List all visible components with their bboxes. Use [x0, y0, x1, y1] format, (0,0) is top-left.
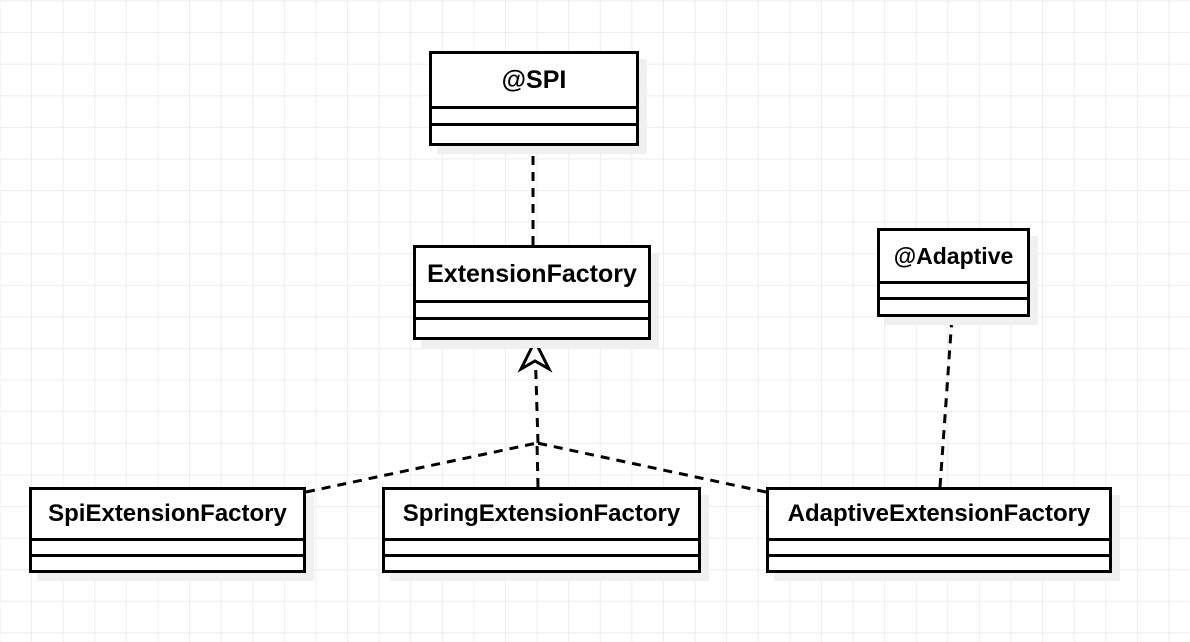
uml-compartment-operations	[385, 554, 698, 573]
uml-node-title-spring-extension-factory: SpringExtensionFactory	[402, 500, 681, 527]
uml-compartment-operations	[880, 297, 1027, 317]
uml-compartment-attributes	[432, 106, 636, 123]
uml-compartment-attributes	[769, 538, 1109, 554]
uml-node-spi[interactable]: @SPI	[429, 51, 639, 146]
uml-node-adaptive-extension-factory[interactable]: AdaptiveExtensionFactory	[766, 487, 1112, 573]
uml-node-title-spi: @SPI	[501, 65, 567, 94]
uml-compartment-attributes	[416, 300, 648, 317]
uml-compartment-operations	[32, 554, 303, 573]
uml-compartment-attributes	[385, 538, 698, 554]
uml-node-adaptive[interactable]: @Adaptive	[877, 228, 1030, 317]
uml-node-spring-extension-factory[interactable]: SpringExtensionFactory	[382, 487, 701, 573]
realization-arrowhead-icon	[517, 337, 553, 373]
edge-springextensionfactory-junction	[535, 442, 540, 488]
uml-compartment-attributes	[880, 281, 1027, 297]
uml-compartment-operations	[432, 123, 636, 146]
uml-node-title-adaptive: @Adaptive	[893, 242, 1014, 269]
uml-node-title-adaptive-extension-factory: AdaptiveExtensionFactory	[787, 500, 1091, 527]
edge-adaptiveextensionfactory-adaptive	[938, 316, 954, 488]
uml-node-spi-extension-factory[interactable]: SpiExtensionFactory	[29, 487, 306, 573]
uml-compartment-operations	[769, 554, 1109, 573]
edge-adaptiveextensionfactory-junction	[536, 441, 767, 494]
uml-node-extension-factory[interactable]: ExtensionFactory	[413, 245, 651, 340]
uml-compartment-attributes	[32, 538, 303, 554]
edge-spiextensionfactory-junction	[305, 441, 538, 494]
uml-compartment-operations	[416, 317, 648, 340]
uml-node-title-extension-factory: ExtensionFactory	[427, 259, 637, 288]
uml-node-title-spi-extension-factory: SpiExtensionFactory	[48, 500, 287, 527]
edge-junction-extensionfactory	[534, 363, 540, 444]
